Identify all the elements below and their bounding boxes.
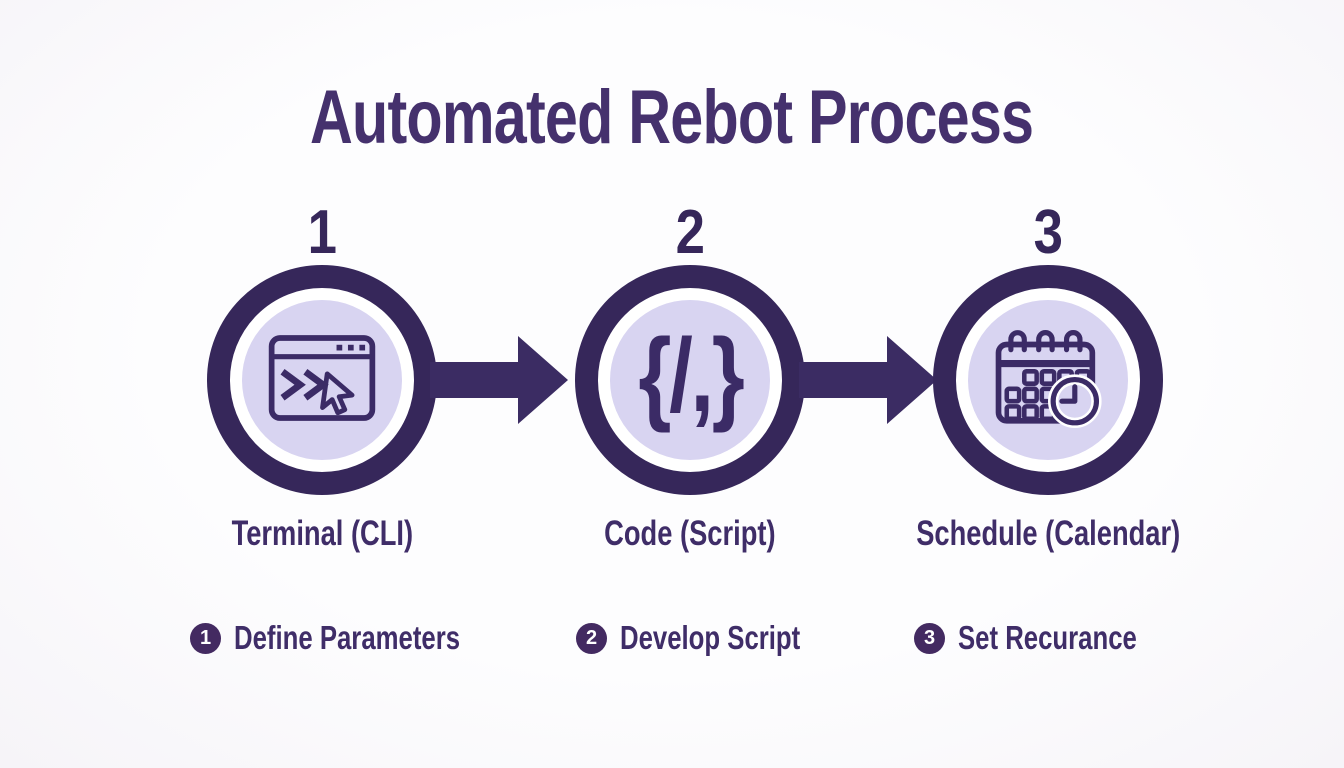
step-3-circle-fill xyxy=(968,300,1128,460)
step-2-number: 2 xyxy=(675,198,705,267)
terminal-window-icon xyxy=(268,334,376,427)
legend-item-develop-script: 2 Develop Script xyxy=(576,620,851,656)
step-badge: 1 xyxy=(190,622,221,654)
step-2-circle-fill: {/,} xyxy=(610,300,770,460)
step-2-circle: {/,} xyxy=(575,265,805,495)
step-badge: 2 xyxy=(576,622,607,654)
legend-item-define-parameters: 1 Define Parameters xyxy=(190,620,524,656)
legend-label: Set Recurance xyxy=(958,619,1137,656)
page-title-text: Automated Rebot Process xyxy=(310,75,1034,160)
step-3-label: Schedule (Calendar) xyxy=(916,514,1180,553)
step-2-label: Code (Script) xyxy=(604,514,776,553)
legend-label: Define Parameters xyxy=(234,619,461,656)
step-badge: 3 xyxy=(914,622,945,654)
code-script-icon: {/,} xyxy=(638,318,744,434)
step-1-circle xyxy=(207,265,437,495)
calendar-clock-icon xyxy=(993,328,1103,433)
page-title: Automated Rebot Process xyxy=(0,80,1344,156)
legend-badge-number: 3 xyxy=(923,627,936,649)
step-1-number: 1 xyxy=(307,198,337,267)
legend-label: Develop Script xyxy=(620,619,801,656)
step-1-circle-fill xyxy=(242,300,402,460)
legend-badge-number: 1 xyxy=(199,627,212,649)
step-3-circle xyxy=(933,265,1163,495)
legend-badge-number: 2 xyxy=(585,627,598,649)
arrow-right-icon xyxy=(430,336,568,424)
step-1-label: Terminal (CLI) xyxy=(231,514,413,553)
step-3-number: 3 xyxy=(1033,198,1063,267)
legend-item-set-recurance: 3 Set Recurance xyxy=(914,620,1187,656)
arrow-right-icon xyxy=(799,336,937,424)
